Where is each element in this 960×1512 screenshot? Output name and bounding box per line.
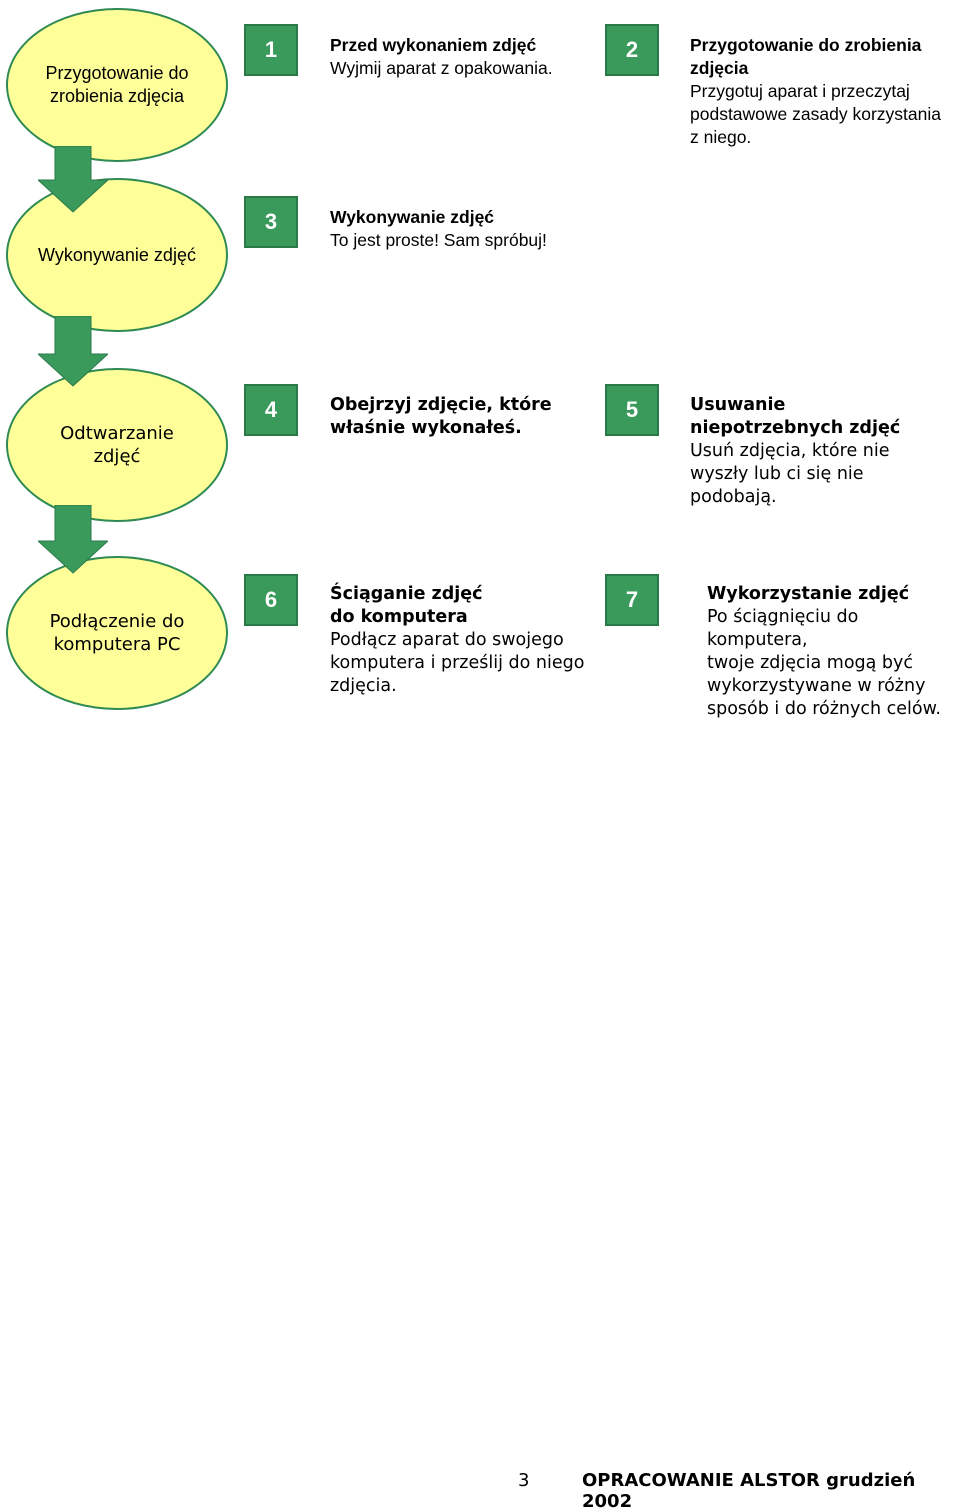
stage-oval-shooting: Wykonywanie zdjęć: [6, 178, 228, 332]
step-number: 4: [264, 397, 278, 422]
step-title: Ściąganie zdjęć do komputera: [330, 584, 483, 627]
step-description: Wyjmij aparat z opakowania.: [330, 58, 553, 78]
page-footer: 3 OPRACOWANIE ALSTOR grudzień 2002: [0, 1470, 960, 1512]
step-number: 5: [625, 397, 639, 422]
step-number-badge: 4: [244, 384, 298, 436]
stage-oval-label: Przygotowanie do zrobienia zdjęcia: [45, 63, 189, 106]
step-title: Przed wykonaniem zdjęć: [330, 35, 537, 55]
step-title: Wykorzystanie zdjęć: [707, 584, 910, 604]
step-number: 1: [264, 37, 278, 62]
stage-oval-preparation: Przygotowanie do zrobienia zdjęcia: [6, 8, 228, 162]
stage-oval-label: Odtwarzanie zdjęć: [60, 423, 174, 467]
step-6-text: Ściąganie zdjęć do komputera Podłącz apa…: [330, 583, 600, 698]
footer-text: OPRACOWANIE ALSTOR grudzień 2002: [582, 1470, 916, 1512]
step-number: 3: [264, 209, 278, 234]
down-arrow-icon: [38, 505, 108, 574]
step-number: 6: [264, 587, 278, 612]
stage-oval-label: Podłączenie do komputera PC: [49, 611, 185, 655]
stage-oval-playback: Odtwarzanie zdjęć: [6, 368, 228, 522]
step-number: 7: [625, 587, 639, 612]
step-1-text: Przed wykonaniem zdjęć Wyjmij aparat z o…: [330, 34, 600, 80]
step-description: Po ściągnięciu do komputera, twoje zdjęc…: [707, 607, 941, 719]
stage-oval-pc-connection: Podłączenie do komputera PC: [6, 556, 228, 710]
step-number: 2: [625, 37, 639, 62]
step-number-badge: 5: [605, 384, 659, 436]
step-number-badge: 1: [244, 24, 298, 76]
step-description: Przygotuj aparat i przeczytaj podstawowe…: [690, 81, 941, 147]
step-title: Wykonywanie zdjęć: [330, 207, 495, 227]
step-description: Usuń zdjęcia, które nie wyszły lub ci si…: [690, 441, 890, 507]
step-title: Usuwanie niepotrzebnych zdjęć: [690, 395, 901, 438]
down-arrow-icon: [38, 316, 108, 387]
page-number: 3: [518, 1470, 530, 1491]
step-number-badge: 2: [605, 24, 659, 76]
step-description: To jest proste! Sam spróbuj!: [330, 230, 547, 250]
step-5-text: Usuwanie niepotrzebnych zdjęć Usuń zdjęc…: [690, 394, 950, 509]
step-4-text: Obejrzyj zdjęcie, które właśnie wykonałe…: [330, 394, 600, 440]
stage-oval-label: Wykonywanie zdjęć: [38, 244, 196, 265]
step-number-badge: 3: [244, 196, 298, 248]
step-3-text: Wykonywanie zdjęć To jest proste! Sam sp…: [330, 206, 600, 252]
down-arrow-icon: [38, 146, 108, 213]
step-number-badge: 7: [605, 574, 659, 626]
step-title: Obejrzyj zdjęcie, które właśnie wykonałe…: [330, 395, 552, 438]
step-description: Podłącz aparat do swojego komputera i pr…: [330, 630, 585, 696]
step-7-text: Wykorzystanie zdjęć Po ściągnięciu do ko…: [707, 583, 959, 721]
step-number-badge: 6: [244, 574, 298, 626]
step-2-text: Przygotowanie do zrobienia zdjęcia Przyg…: [690, 34, 958, 149]
step-title: Przygotowanie do zrobienia zdjęcia: [690, 35, 922, 78]
